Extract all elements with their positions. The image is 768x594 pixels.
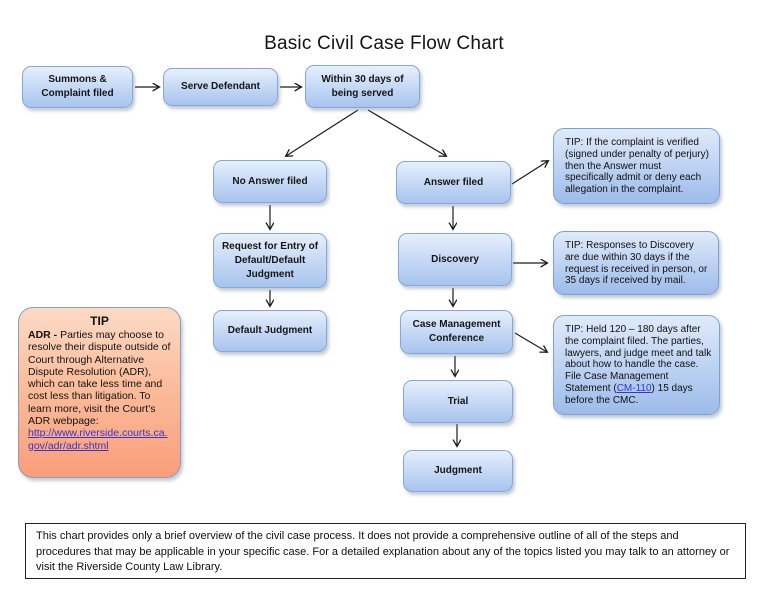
disclaimer-box: This chart provides only a brief overvie… bbox=[25, 523, 746, 579]
adr-body-text: Parties may choose to resolve their disp… bbox=[28, 329, 171, 427]
edge-answer-filed-to-tip-answer bbox=[511, 161, 548, 185]
adr-tip-title: TIP bbox=[90, 314, 109, 328]
edge-case-management-conference-to-tip-cmc bbox=[514, 332, 547, 352]
tip-discovery-responses: TIP: Responses to Discovery are due with… bbox=[553, 231, 719, 295]
node-case-management-conference: Case Management Conference bbox=[400, 310, 513, 354]
edge-within-30-days-to-no-answer-filed bbox=[286, 109, 359, 156]
tip-cmc-text-after: ) 15 days before the CMC. bbox=[565, 382, 693, 406]
node-within-30-days: Within 30 days of being served bbox=[305, 65, 420, 108]
node-summons-complaint-filed: Summons & Complaint filed bbox=[22, 66, 133, 108]
tip-cmc-text-before: TIP: Held 120 – 180 days after the compl… bbox=[565, 324, 712, 394]
adr-tip-body: ADR - Parties may choose to resolve thei… bbox=[28, 329, 171, 452]
node-answer-filed: Answer filed bbox=[396, 161, 511, 204]
node-discovery: Discovery bbox=[398, 233, 512, 286]
node-judgment: Judgment bbox=[403, 450, 513, 492]
adr-tip-box: TIP ADR - Parties may choose to resolve … bbox=[18, 307, 181, 478]
page-title: Basic Civil Case Flow Chart bbox=[264, 33, 504, 54]
node-request-for-entry-of-default: Request for Entry of Default/Default Jud… bbox=[213, 233, 327, 288]
adr-webpage-link[interactable]: http://www.riverside.courts.ca.gov/adr/a… bbox=[28, 427, 168, 452]
node-trial: Trial bbox=[403, 380, 513, 423]
adr-bold-prefix: ADR - bbox=[28, 329, 61, 342]
cm-110-link[interactable]: CM-110 bbox=[616, 382, 652, 394]
tip-case-management: TIP: Held 120 – 180 days after the compl… bbox=[553, 315, 720, 415]
node-no-answer-filed: No Answer filed bbox=[213, 160, 327, 203]
node-default-judgment: Default Judgment bbox=[213, 310, 327, 352]
node-serve-defendant: Serve Defendant bbox=[163, 68, 278, 106]
edge-within-30-days-to-answer-filed bbox=[367, 109, 446, 156]
tip-answer-verified: TIP: If the complaint is verified (signe… bbox=[553, 128, 720, 204]
